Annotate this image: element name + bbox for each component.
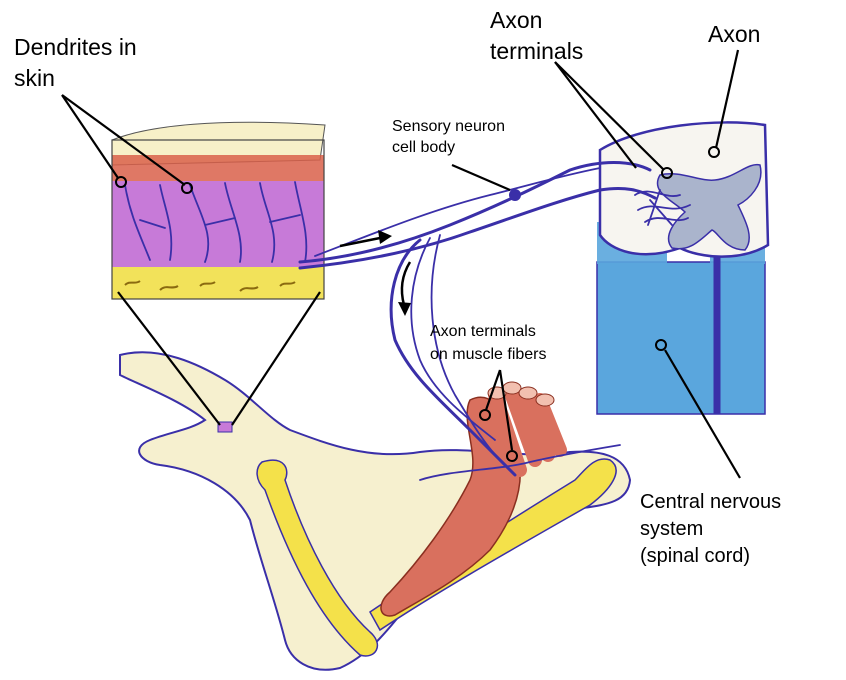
label-dendrites-line1: Dendrites in bbox=[14, 34, 137, 60]
label-dendrites-line2: skin bbox=[14, 65, 55, 91]
label-axon-terminals-line1: Axon bbox=[490, 7, 542, 33]
label-axon-terminals-muscle: Axon terminals on muscle fibers bbox=[430, 323, 547, 363]
label-axon-terminals: Axon terminals bbox=[490, 7, 583, 64]
label-sensory-neuron-line2: cell body bbox=[392, 139, 455, 156]
label-axon-terminals-muscle-line2: on muscle fibers bbox=[430, 346, 547, 363]
label-cns-line2: system bbox=[640, 518, 703, 540]
spinal-cord bbox=[597, 122, 768, 414]
label-axon: Axon bbox=[708, 21, 760, 47]
sensory-neuron-cell-body bbox=[509, 189, 521, 201]
label-cns-line1: Central nervous bbox=[640, 491, 781, 513]
spinal-cord-column bbox=[597, 262, 765, 414]
label-cns: Central nervous system (spinal cord) bbox=[640, 491, 787, 567]
label-cns-line3: (spinal cord) bbox=[640, 545, 750, 567]
dermis bbox=[112, 181, 324, 267]
label-axon-terminals-muscle-line1: Axon terminals bbox=[430, 323, 536, 340]
epidermis bbox=[112, 155, 324, 181]
label-sensory-neuron-line1: Sensory neuron bbox=[392, 118, 505, 135]
label-sensory-neuron: Sensory neuron cell body bbox=[392, 118, 509, 156]
label-axon-terminals-line2: terminals bbox=[490, 38, 583, 64]
label-dendrites: Dendrites in skin bbox=[14, 34, 143, 91]
arm bbox=[120, 352, 630, 669]
skin-block bbox=[112, 122, 325, 299]
